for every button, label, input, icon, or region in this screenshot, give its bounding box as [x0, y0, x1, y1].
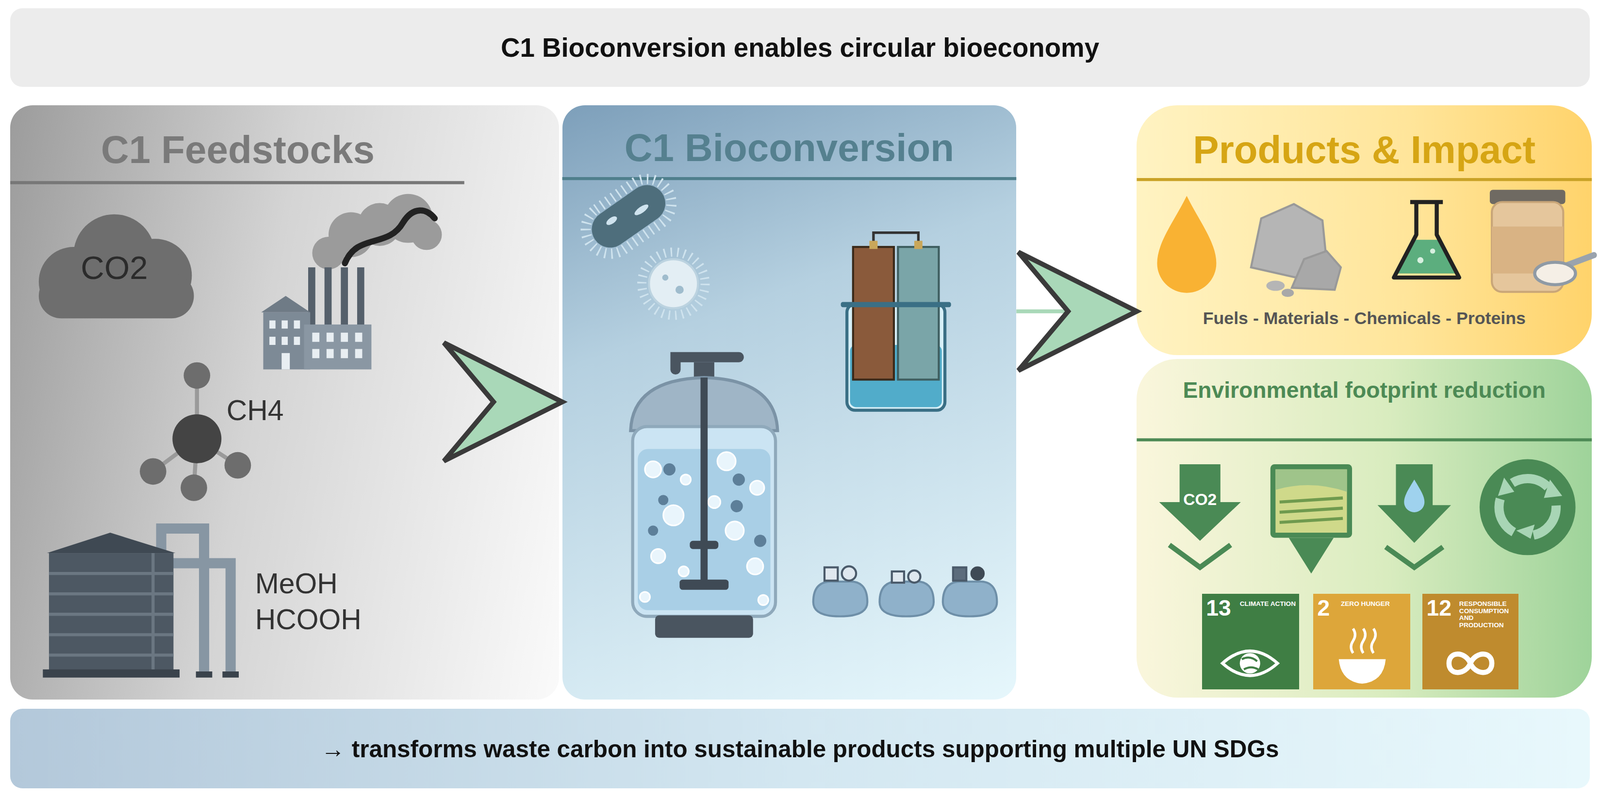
- panel-heading-frame: C1 Feedstocks: [10, 127, 466, 173]
- panel-heading: Products & Impact: [1136, 127, 1592, 173]
- product-list-frame: Fuels - Materials - Chemicals - Proteins: [1142, 308, 1586, 330]
- methane-molecule: [139, 362, 251, 502]
- feedstock-label-frame: MeOH: [255, 567, 378, 601]
- diagram-title: C1 Bioconversion enables circular bioeco…: [500, 32, 1100, 64]
- sdg-title-frame: CLIMATE ACTION: [1239, 600, 1297, 608]
- panel-heading: C1 Bioconversion: [562, 125, 1017, 171]
- footprint-panel: Environmental footprint reduction 13CLIMA…: [1136, 359, 1592, 698]
- feedstock-label: CO2: [61, 248, 168, 287]
- chevron-arrow: [444, 343, 563, 462]
- connector-line: [559, 400, 562, 405]
- sdg-title-frame: ZERO HUNGER: [1340, 600, 1407, 608]
- arrow-head: [1018, 252, 1138, 371]
- sdg-number-frame: 2: [1317, 596, 1340, 620]
- factory-icon: [261, 194, 442, 370]
- products-panel: Products & ImpactFuels - Materials - Che…: [1136, 105, 1592, 356]
- panel-heading-frame: C1 Bioconversion: [562, 125, 1017, 171]
- sdg-title: CLIMATE ACTION: [1239, 600, 1297, 608]
- feedstock-label-frame: CO2: [61, 248, 168, 287]
- enzyme-icons: [813, 566, 997, 617]
- product-list: Fuels - Materials - Chemicals - Proteins: [1142, 308, 1586, 330]
- bioreactor: [630, 357, 778, 638]
- sdg-tile: 12RESPONSIBLE CONSUMPTION AND PRODUCTION: [1422, 593, 1519, 691]
- sdg-title-frame: RESPONSIBLE CONSUMPTION AND PRODUCTION: [1459, 600, 1518, 629]
- bioconversion-panel: C1 Bioconversion: [562, 105, 1017, 701]
- sdg-number: 13: [1205, 596, 1241, 620]
- feedstock-label: HCOOH: [255, 603, 398, 637]
- footprint-icons: [1159, 459, 1576, 575]
- panel-heading: C1 Feedstocks: [10, 127, 466, 173]
- title-band: C1 Bioconversion enables circular bioeco…: [10, 8, 1590, 87]
- electrochemical-cell: [841, 232, 952, 411]
- sdg-tile: 13CLIMATE ACTION: [1202, 593, 1300, 691]
- sdg-number-frame: 12: [1426, 596, 1462, 620]
- diagram-caption: → transforms waste carbon into sustainab…: [321, 735, 1280, 763]
- caption-band: → transforms waste carbon into sustainab…: [10, 709, 1590, 789]
- sdg-number: 12: [1426, 596, 1462, 620]
- arrow-label: CO2: [1169, 490, 1231, 510]
- connector-line: [1016, 309, 1137, 314]
- heading-rules: [10, 178, 1592, 440]
- sdg-number-frame: 13: [1205, 596, 1241, 620]
- arrow-label-frame: CO2: [1169, 490, 1231, 510]
- panel-heading-frame: Environmental footprint reduction: [1177, 377, 1551, 404]
- feedstock-label: MeOH: [255, 567, 378, 601]
- panel-heading: Environmental footprint reduction: [1177, 377, 1551, 404]
- storage-tank: [42, 528, 239, 678]
- panel-heading-frame: Products & Impact: [1136, 127, 1592, 173]
- sdg-title: RESPONSIBLE CONSUMPTION AND PRODUCTION: [1459, 600, 1518, 629]
- feedstock-label-frame: CH4: [226, 394, 319, 428]
- microbe-icons: [576, 169, 706, 316]
- sdg-tile: 2ZERO HUNGER: [1313, 593, 1411, 691]
- sdg-icons: [1222, 628, 1492, 685]
- product-icons: [1156, 189, 1594, 297]
- chevron-arrow: [1016, 252, 1137, 371]
- feedstock-label: CH4: [226, 394, 319, 428]
- sdg-title: ZERO HUNGER: [1340, 600, 1407, 608]
- feedstock-label-frame: HCOOH: [255, 603, 398, 637]
- co2-cloud: [38, 214, 195, 319]
- arrow-head: [444, 343, 563, 462]
- sdg-number: 2: [1317, 596, 1340, 620]
